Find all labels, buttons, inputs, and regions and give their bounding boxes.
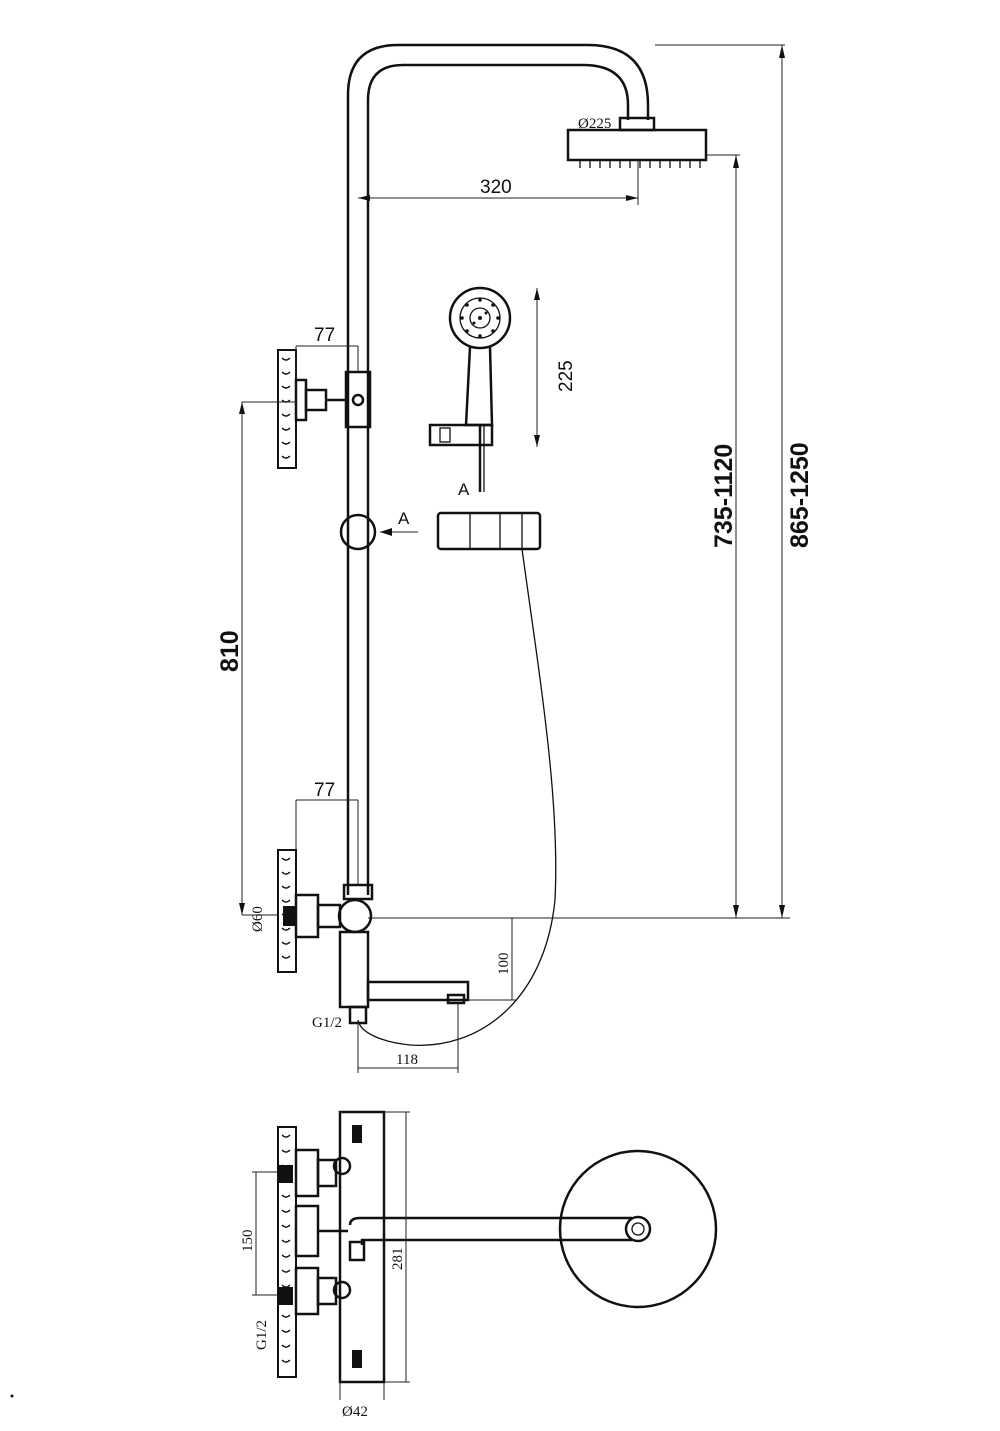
plan-upper-eccentric — [294, 1148, 352, 1198]
total-height-range-label: 865-1250 — [786, 442, 814, 548]
section-mark-riser: A — [398, 509, 410, 528]
rain-shower-head — [566, 116, 708, 168]
riser-pipe-with-arm — [346, 43, 650, 895]
riser-collar — [339, 513, 377, 551]
spout-height-dimension — [468, 918, 516, 1001]
arm-reach-label: 320 — [480, 177, 512, 198]
bracket-spacing-dimension — [239, 401, 296, 916]
plan-body-length-label: 281 — [390, 1248, 406, 1271]
upper-bracket-offset-label: 77 — [314, 325, 335, 346]
inlet-thread-label: G1/2 — [312, 1015, 342, 1031]
plan-mixer-body — [338, 1110, 386, 1384]
height-dimensions — [368, 44, 790, 919]
section-mark-holder: A — [458, 480, 470, 499]
pipe-diameter-label: Ø60 — [250, 906, 266, 932]
plan-inlet-thread-label: G1/2 — [254, 1320, 270, 1350]
slider-holder-detail — [436, 511, 542, 551]
arm-reach-dimension — [358, 160, 639, 205]
upper-wall-bracket — [277, 349, 372, 469]
plan-wall — [277, 1126, 297, 1378]
plan-shower-arm — [348, 1149, 718, 1309]
head-diameter-label: Ø225 — [578, 116, 611, 132]
plan-middle-bracket — [294, 1204, 348, 1258]
lower-bracket-offset-label: 77 — [314, 780, 335, 801]
spout-height-label: 100 — [496, 953, 512, 976]
plan-body-diameter-dimension — [339, 1382, 385, 1400]
mixer-elevation — [277, 849, 470, 1025]
hand-shower-length-dimension — [534, 288, 540, 447]
hand-shower-length-label: 225 — [556, 360, 577, 392]
head-height-range-label: 735-1120 — [710, 444, 738, 548]
bracket-spacing-label: 810 — [216, 630, 244, 672]
plan-centers-dimension — [252, 1171, 278, 1296]
spout-reach-label: 118 — [396, 1052, 418, 1068]
hand-shower — [428, 286, 512, 492]
shower-hose — [357, 548, 557, 1046]
plan-lower-eccentric — [294, 1266, 352, 1316]
upper-bracket-offset-dimension — [295, 345, 359, 380]
stray-mark — [10, 1394, 14, 1398]
plan-centers-label: 150 — [240, 1230, 256, 1253]
spout-reach-dimension — [357, 1003, 459, 1073]
plan-body-diameter-label: Ø42 — [342, 1404, 368, 1420]
plan-body-length-dimension — [384, 1111, 410, 1383]
section-arrow — [380, 528, 418, 536]
